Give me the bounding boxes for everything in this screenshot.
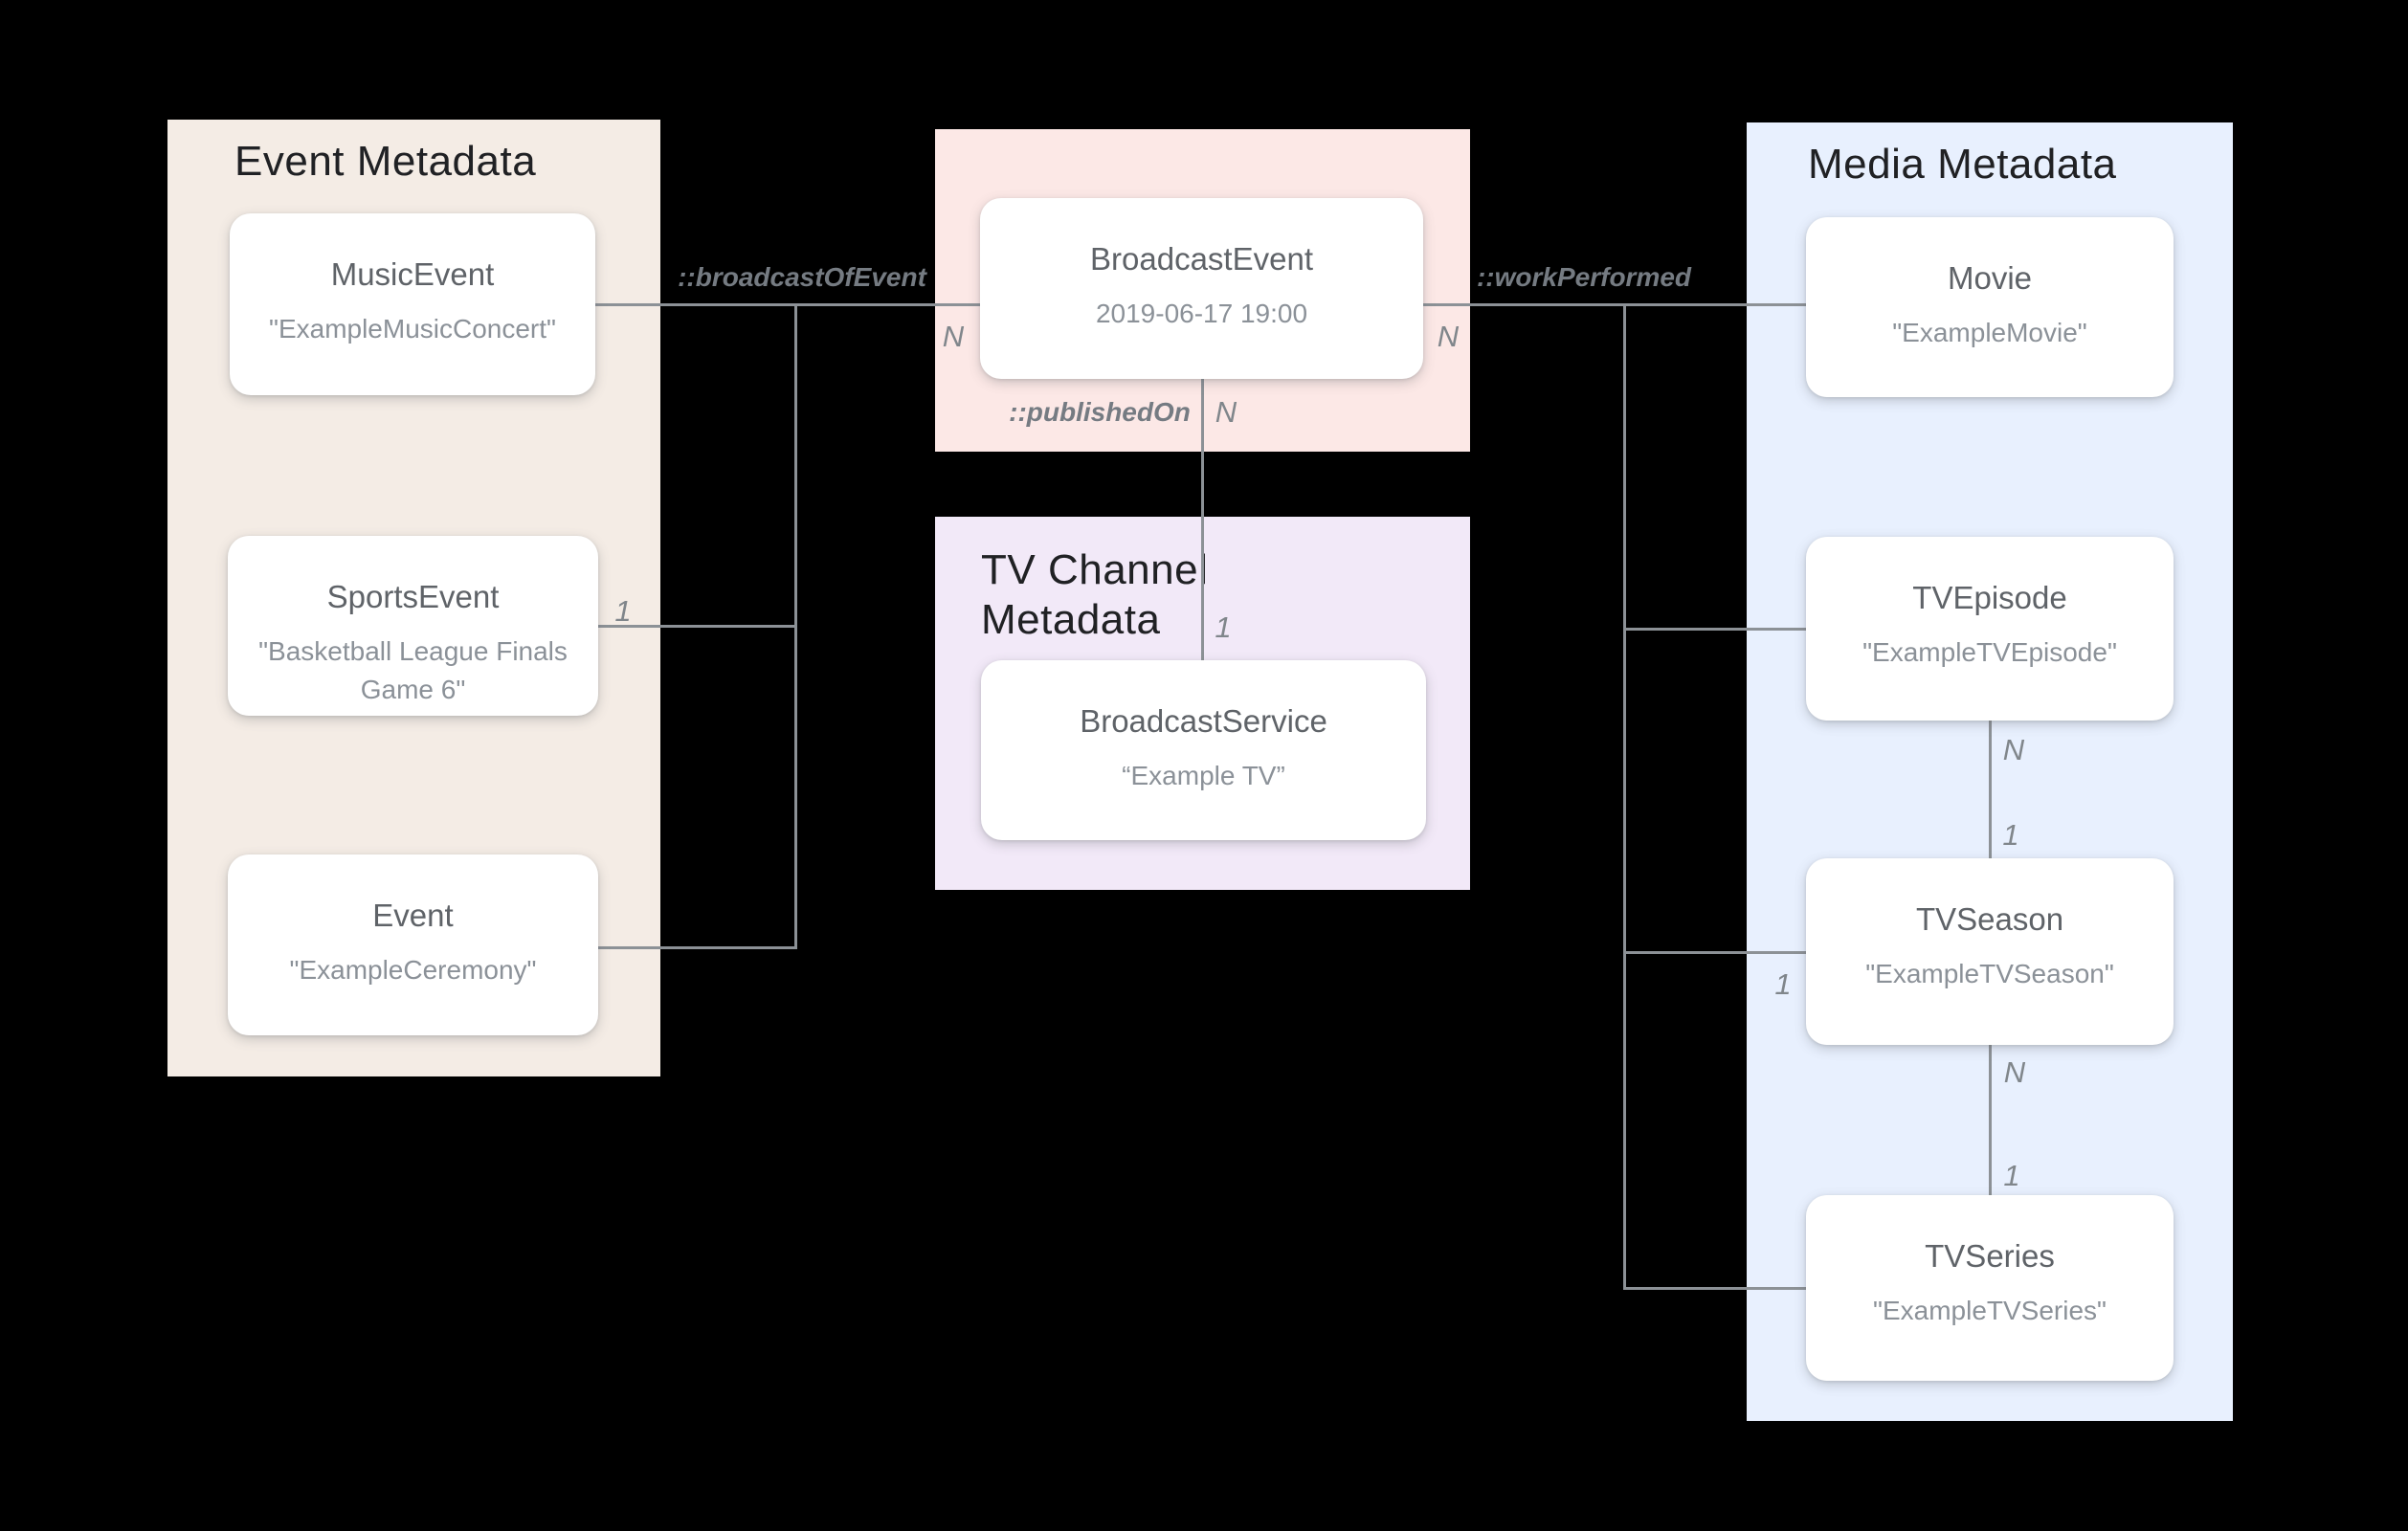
card-title: BroadcastEvent [1090,241,1313,277]
card-tvseries: TVSeries "ExampleTVSeries" [1806,1195,2174,1381]
edge-label-publishedon: ::publishedOn [1009,397,1191,427]
card-value: "ExampleMovie" [1892,318,2087,347]
edge-line-broadcastofevent [595,303,980,306]
edge-line-publishedon [1201,379,1204,662]
card-value: "ExampleTVSeries" [1873,1296,2107,1325]
card-value: "ExampleTVSeason" [1865,959,2114,988]
cardinality-publishedon-n: N [1215,395,1237,429]
edge-label-broadcastofevent: ::broadcastOfEvent [678,262,926,292]
card-title: TVEpisode [1912,580,2067,615]
edge-branch-tvepisode [1623,628,1806,631]
card-title: TVSeries [1925,1238,2055,1274]
card-value: "ExampleMusicConcert" [269,314,556,344]
cardinality-publishedon-1: 1 [1215,610,1232,644]
card-title: Event [372,898,454,933]
card-event: Event "ExampleCeremony" [228,854,598,1035]
cardinality-episode-season-1: 1 [2002,818,2019,852]
card-value: “Example TV” [1122,761,1285,790]
card-movie: Movie "ExampleMovie" [1806,217,2174,397]
edge-trunk-right [1623,303,1626,1290]
cardinality-season-branch-1: 1 [1774,967,1792,1001]
card-title: SportsEvent [326,579,500,614]
card-title: Movie [1947,260,2033,296]
edge-line-season-series [1989,1045,1992,1195]
cardinality-broadcastofevent-n: N [942,320,965,353]
edge-line-workperformed [1423,303,1806,306]
card-value: "Basketball League Finals Game 6" [258,636,568,704]
cardinality-workperformed-n: N [1437,320,1460,353]
card-musicevent: MusicEvent "ExampleMusicConcert" [230,213,595,395]
card-broadcastevent: BroadcastEvent 2019-06-17 19:00 [980,198,1423,379]
edge-label-workperformed: ::workPerformed [1476,262,1692,292]
card-tvseason: TVSeason "ExampleTVSeason" [1806,858,2174,1045]
cardinality-episode-season-n: N [2002,733,2025,766]
cardinality-sportsevent-1: 1 [614,594,632,628]
card-sportsevent: SportsEvent "Basketball League Finals Ga… [228,536,598,716]
card-title: TVSeason [1915,901,2064,937]
card-title: BroadcastService [1080,703,1327,739]
edge-branch-sportsevent [598,625,797,628]
card-tvepisode: TVEpisode "ExampleTVEpisode" [1806,537,2174,721]
card-value: "ExampleCeremony" [289,955,537,985]
cardinality-season-series-n: N [2003,1055,2026,1089]
edge-branch-tvseries [1623,1287,1806,1290]
edge-branch-tvseason [1623,951,1806,954]
cardinality-season-series-1: 1 [2003,1159,2020,1192]
card-value: "ExampleTVEpisode" [1862,637,2117,667]
panel-title-media-metadata: Media Metadata [1808,141,2117,188]
card-title: MusicEvent [330,256,495,292]
panel-title-event-metadata: Event Metadata [234,138,537,185]
edge-branch-event [598,946,797,949]
card-value: 2019-06-17 19:00 [1095,299,1308,328]
edge-line-episode-season [1989,721,1992,858]
panel-title-tv-channel-metadata: TV Channel Metadata [981,546,1209,643]
card-broadcastservice: BroadcastService “Example TV” [981,660,1426,840]
